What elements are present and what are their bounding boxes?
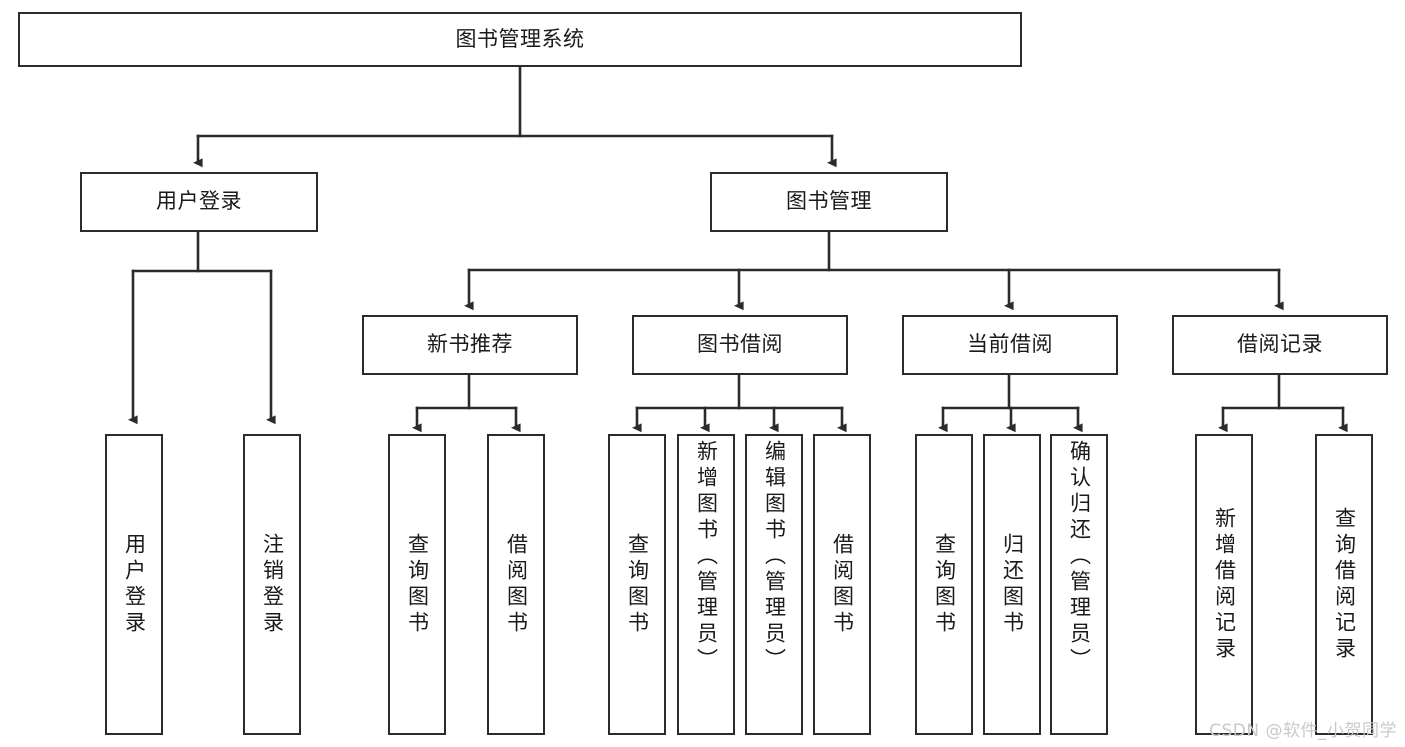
leaf-label: 用户登录	[122, 532, 147, 637]
leaf-label: 查询借阅记录	[1332, 506, 1357, 663]
leaf-inner: 归还图书	[985, 436, 1039, 733]
csdn-watermark: CSDN @软件_小贺同学	[1209, 721, 1397, 741]
leaf-label: 查询图书	[405, 532, 430, 637]
node-new-book-recommend[interactable]: 新书推荐	[362, 315, 578, 375]
leaf-inner: 查询图书	[917, 436, 971, 733]
leaf-label: 编辑图书（管理员）	[762, 440, 787, 674]
node-borrow-record[interactable]: 借阅记录	[1172, 315, 1388, 375]
node-book-management[interactable]: 图书管理	[710, 172, 948, 232]
node-book-borrow[interactable]: 图书借阅	[632, 315, 848, 375]
leaf-inner: 借阅图书	[489, 436, 543, 733]
node-label: 新书推荐	[427, 332, 513, 357]
leaf-inner: 新增借阅记录	[1197, 436, 1251, 733]
node-label: 借阅记录	[1237, 332, 1323, 357]
leaf-label: 注销登录	[260, 532, 285, 637]
leaf-inner: 查询图书	[610, 436, 664, 733]
leaf-book-borrow-borrow-book[interactable]: 借阅图书	[813, 434, 871, 735]
leaf-current-borrow-confirm-return-admin[interactable]: 确认归还（管理员）	[1050, 434, 1108, 735]
leaf-inner: 查询图书	[390, 436, 444, 733]
leaf-current-borrow-return-book[interactable]: 归还图书	[983, 434, 1041, 735]
leaf-book-borrow-edit-book-admin[interactable]: 编辑图书（管理员）	[745, 434, 803, 735]
leaf-inner: 注销登录	[245, 436, 299, 733]
leaf-inner: 用户登录	[107, 436, 161, 733]
leaf-label: 查询图书	[932, 532, 957, 637]
leaf-inner: 新增图书（管理员）	[679, 436, 733, 737]
leaf-label: 借阅图书	[504, 532, 529, 637]
leaf-inner: 借阅图书	[815, 436, 869, 733]
node-label: 图书管理	[786, 189, 872, 214]
leaf-borrow-record-query-record[interactable]: 查询借阅记录	[1315, 434, 1373, 735]
node-label: 当前借阅	[967, 332, 1053, 357]
node-label: 图书借阅	[697, 332, 783, 357]
leaf-label: 新增图书（管理员）	[694, 440, 719, 674]
leaf-user-login-logout[interactable]: 注销登录	[243, 434, 301, 735]
leaf-borrow-record-add-record[interactable]: 新增借阅记录	[1195, 434, 1253, 735]
leaf-label: 确认归还（管理员）	[1067, 440, 1092, 674]
node-current-borrow[interactable]: 当前借阅	[902, 315, 1118, 375]
node-root-book-management-system[interactable]: 图书管理系统	[18, 12, 1022, 67]
leaf-inner: 确认归还（管理员）	[1052, 436, 1106, 737]
leaf-new-book-query-book[interactable]: 查询图书	[388, 434, 446, 735]
node-label: 图书管理系统	[455, 26, 585, 51]
leaf-label: 归还图书	[1000, 532, 1025, 637]
leaf-label: 查询图书	[625, 532, 650, 637]
leaf-inner: 编辑图书（管理员）	[747, 436, 801, 737]
leaf-label: 新增借阅记录	[1212, 506, 1237, 663]
leaf-inner: 查询借阅记录	[1317, 436, 1371, 733]
leaf-book-borrow-add-book-admin[interactable]: 新增图书（管理员）	[677, 434, 735, 735]
node-label: 用户登录	[156, 189, 242, 214]
leaf-new-book-borrow-book[interactable]: 借阅图书	[487, 434, 545, 735]
leaf-current-borrow-query-book[interactable]: 查询图书	[915, 434, 973, 735]
leaf-book-borrow-query-book[interactable]: 查询图书	[608, 434, 666, 735]
leaf-user-login-login[interactable]: 用户登录	[105, 434, 163, 735]
node-user-login[interactable]: 用户登录	[80, 172, 318, 232]
leaf-label: 借阅图书	[830, 532, 855, 637]
